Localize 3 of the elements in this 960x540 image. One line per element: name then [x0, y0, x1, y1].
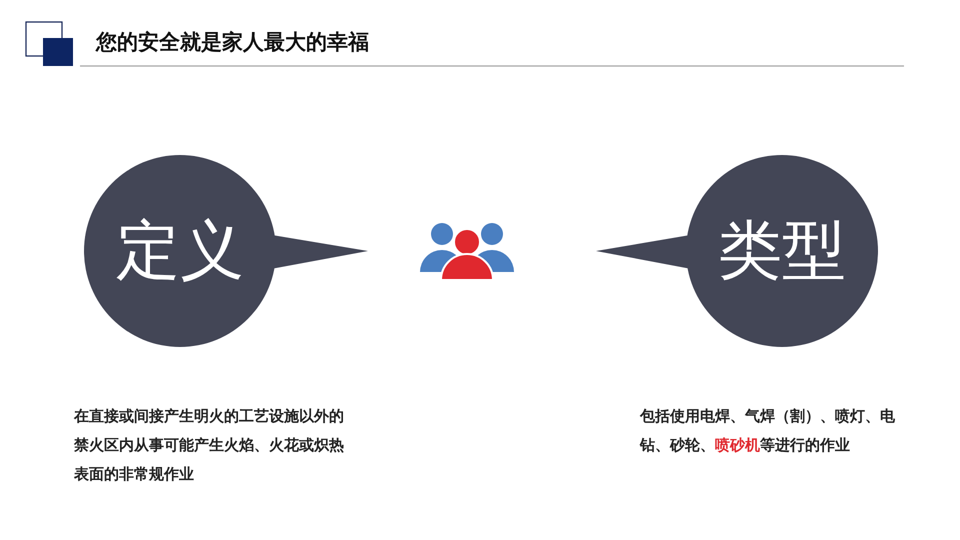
description-text: 包括使用电焊、气焊（割）、喷灯、电钻、砂轮、喷砂机等进行的作业: [640, 406, 896, 456]
slide-title: 您的安全就是家人最大的幸福: [96, 29, 369, 56]
description-text: 在直接或间接产生明火的工艺设施以外的禁火区内从事可能产生火焰、火花或炽热表面的非常规作业: [74, 406, 345, 485]
